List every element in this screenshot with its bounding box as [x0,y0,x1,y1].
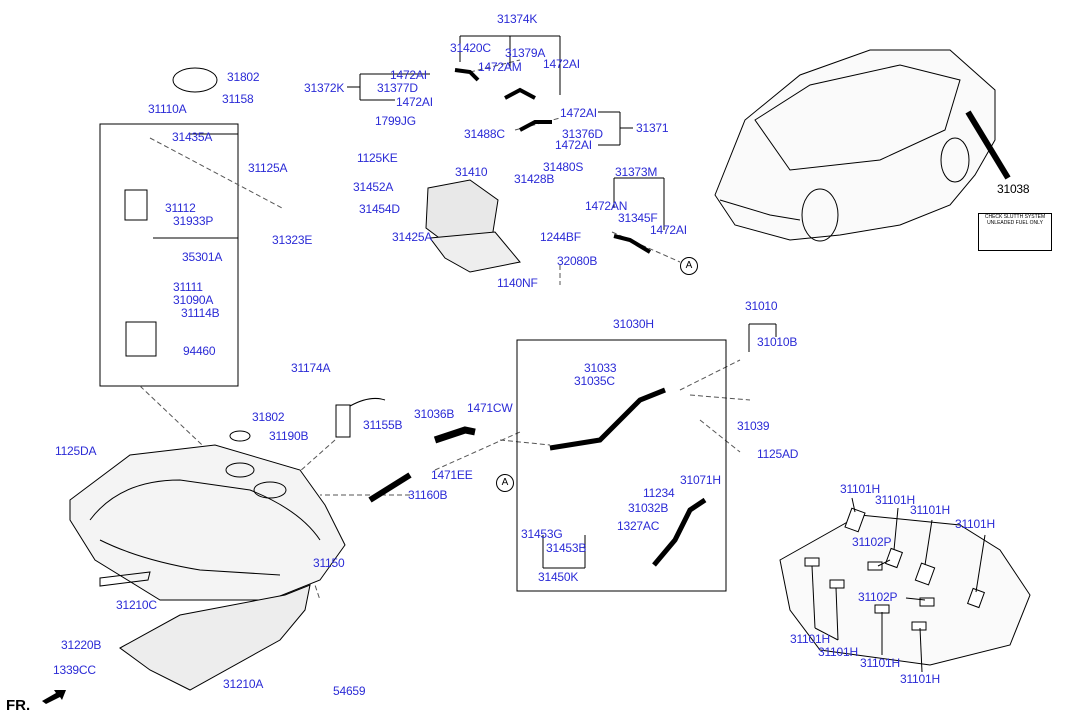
part-label-31454D[interactable]: 31454D [359,202,400,216]
part-label-31425A[interactable]: 31425A [392,230,433,244]
part-label-31453B[interactable]: 31453B [546,541,587,555]
part-label-1471EE[interactable]: 1471EE [431,468,473,482]
part-label-1472AI[interactable]: 1472AI [555,138,592,152]
part-label-31155B[interactable]: 31155B [363,418,403,432]
part-label-31112[interactable]: 31112 [165,201,196,215]
part-label-31372K[interactable]: 31372K [304,81,345,95]
part-label-32080B[interactable]: 32080B [557,254,598,268]
part-label-31150[interactable]: 31150 [313,556,345,570]
part-label-1472AI[interactable]: 1472AI [396,95,433,109]
part-label-31450K[interactable]: 31450K [538,570,579,584]
part-label-1472AI[interactable]: 1472AI [543,57,580,71]
part-label-31376D[interactable]: 31376D [562,127,603,141]
part-label-31210A[interactable]: 31210A [223,677,264,691]
tank-shield-outline [119,584,311,691]
part-label-31101H[interactable]: 31101H [860,656,900,670]
fuel-label-plate: CHECK SLUTTH SYSTEM UNLEADED FUEL ONLY [978,213,1052,251]
part-label-31038[interactable]: 31038 [997,182,1030,196]
part-label-1472AN[interactable]: 1472AN [585,199,628,213]
fuel-tank-outline [69,444,346,601]
part-label-31453G[interactable]: 31453G [521,527,563,541]
part-label-1140NF[interactable]: 1140NF [497,276,538,290]
part-label-31220B[interactable]: 31220B [61,638,102,652]
part-label-31420C[interactable]: 31420C [450,41,491,55]
part-label-31101H[interactable]: 31101H [790,632,830,646]
part-label-31377D[interactable]: 31377D [377,81,418,95]
part-label-31114B[interactable]: 31114B [181,306,220,320]
part-label-1471CW[interactable]: 1471CW [467,401,513,415]
front-arrow-icon [42,690,66,704]
part-label-1472AI[interactable]: 1472AI [390,68,427,82]
part-label-1244BF[interactable]: 1244BF [540,230,581,244]
part-label-31039[interactable]: 31039 [737,419,770,433]
part-label-31101H[interactable]: 31101H [840,482,880,496]
heat-shield-outline [779,514,1031,666]
part-label-31428B[interactable]: 31428B [514,172,555,186]
part-label-31033[interactable]: 31033 [584,361,617,375]
part-label-1339CC[interactable]: 1339CC [53,663,96,677]
part-label-1472AM[interactable]: 1472AM [478,60,522,74]
part-label-11234[interactable]: 11234 [643,486,675,500]
part-label-31071H[interactable]: 31071H [680,473,721,487]
part-label-1472AI[interactable]: 1472AI [560,106,597,120]
part-label-31036B[interactable]: 31036B [414,407,455,421]
part-label-31933P[interactable]: 31933P [173,214,214,228]
part-label-31371[interactable]: 31371 [636,121,669,135]
part-label-31102P[interactable]: 31102P [858,590,898,604]
part-label-31101H[interactable]: 31101H [955,517,995,531]
front-direction-label: FR. [6,697,31,714]
part-label-1327AC[interactable]: 1327AC [617,519,660,533]
part-label-1125KE[interactable]: 1125KE [357,151,398,165]
part-label-31480S[interactable]: 31480S [543,160,584,174]
part-label-31190B[interactable]: 31190B [269,429,309,443]
part-label-31488C[interactable]: 31488C [464,127,505,141]
part-label-1125DA[interactable]: 1125DA [55,444,97,458]
part-label-31323E[interactable]: 31323E [272,233,313,247]
part-label-31160B[interactable]: 31160B [408,488,448,502]
part-label-31010[interactable]: 31010 [745,299,778,313]
part-label-31410[interactable]: 31410 [455,165,488,179]
part-label-31174A[interactable]: 31174A [291,361,331,375]
part-label-31090A[interactable]: 31090A [173,293,214,307]
part-label-31802[interactable]: 31802 [227,70,260,84]
part-label-54659[interactable]: 54659 [333,684,366,698]
part-label-31111[interactable]: 31111 [173,280,203,294]
part-label-31030H[interactable]: 31030H [613,317,654,331]
filler-neck-frame [516,339,727,592]
part-label-31101H[interactable]: 31101H [875,493,915,507]
part-label-94460[interactable]: 94460 [183,344,216,358]
part-label-1799JG[interactable]: 1799JG [375,114,416,128]
part-label-31101H[interactable]: 31101H [900,672,940,686]
part-label-31379A[interactable]: 31379A [505,46,546,60]
part-label-31102P[interactable]: 31102P [852,535,892,549]
part-label-31010B[interactable]: 31010B [757,335,798,349]
part-label-31032B[interactable]: 31032B [628,501,669,515]
part-label-31110A[interactable]: 31110A [148,102,187,116]
part-label-1125AD[interactable]: 1125AD [757,447,799,461]
part-label-31101H[interactable]: 31101H [818,645,858,659]
callout-a-marker: A [680,257,698,275]
part-label-31373M[interactable]: 31373M [615,165,658,179]
callout-a-marker: A [496,474,514,492]
part-label-31802[interactable]: 31802 [252,410,285,424]
part-label-31435A[interactable]: 31435A [172,130,213,144]
part-label-35301A[interactable]: 35301A [182,250,223,264]
part-label-1472AI[interactable]: 1472AI [650,223,687,237]
part-label-31035C[interactable]: 31035C [574,374,615,388]
part-label-31210C[interactable]: 31210C [116,598,157,612]
car-outline [714,49,996,241]
part-label-31374K[interactable]: 31374K [497,12,538,26]
part-label-31158[interactable]: 31158 [222,92,254,106]
part-label-31452A[interactable]: 31452A [353,180,394,194]
part-label-31125A[interactable]: 31125A [248,161,288,175]
part-label-31345F[interactable]: 31345F [618,211,658,225]
part-label-31101H[interactable]: 31101H [910,503,950,517]
